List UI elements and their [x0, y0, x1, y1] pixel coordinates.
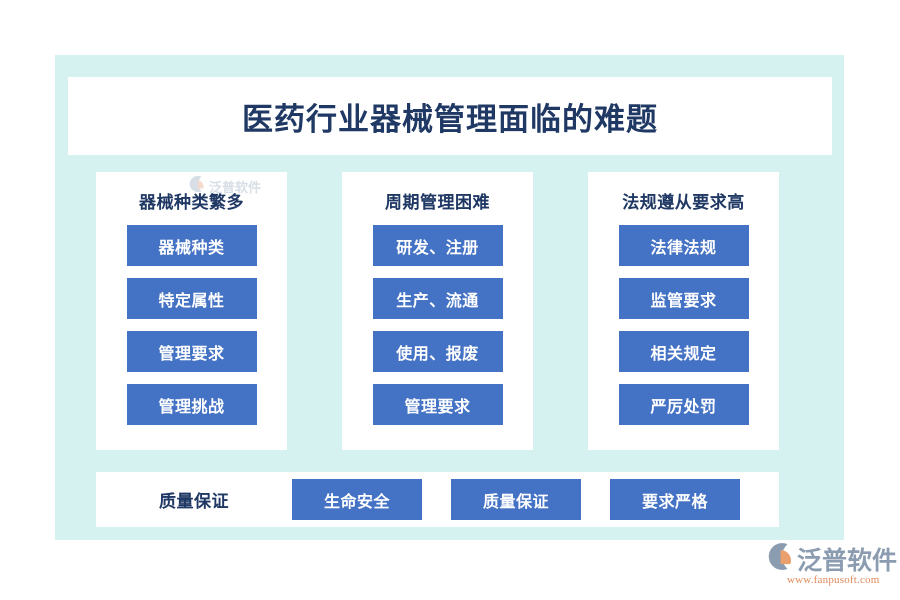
infographic-panel: 医药行业器械管理面临的难题 器械种类繁多 器械种类 特定属性 管理要求 管理挑战…	[55, 55, 844, 540]
item-box[interactable]: 生产、流通	[372, 278, 503, 319]
item-box[interactable]: 研发、注册	[372, 225, 503, 266]
item-box[interactable]: 管理挑战	[126, 384, 257, 425]
column-card-3: 法规遵从要求高 法律法规 监管要求 相关规定 严厉处罚	[588, 172, 779, 450]
column-card-2: 周期管理困难 研发、注册 生产、流通 使用、报废 管理要求	[342, 172, 533, 450]
brand-row: 泛普软件	[765, 542, 897, 576]
item-box[interactable]: 器械种类	[126, 225, 257, 266]
title-band: 医药行业器械管理面临的难题	[68, 77, 832, 155]
brand-name: 泛普软件	[797, 546, 898, 575]
brand-url: www.fanpusoft.com	[787, 574, 880, 586]
brand-logo: 泛普软件 www.fanpusoft.com	[765, 542, 897, 593]
column-items-3: 法律法规 监管要求 相关规定 严厉处罚	[588, 225, 779, 425]
column-items-1: 器械种类 特定属性 管理要求 管理挑战	[96, 225, 287, 425]
page-title: 医药行业器械管理面临的难题	[242, 101, 658, 137]
bottom-item-box[interactable]: 质量保证	[451, 479, 581, 520]
bottom-item-box[interactable]: 要求严格	[610, 479, 740, 520]
item-box[interactable]: 管理要求	[126, 331, 257, 372]
column-card-1: 器械种类繁多 器械种类 特定属性 管理要求 管理挑战	[96, 172, 287, 450]
item-box[interactable]: 特定属性	[126, 278, 257, 319]
column-heading-2: 周期管理困难	[385, 193, 490, 212]
fanpu-logo-icon	[765, 542, 794, 576]
bottom-bar: 质量保证 生命安全 质量保证 要求严格	[96, 472, 779, 527]
column-heading-1: 器械种类繁多	[139, 193, 244, 212]
column-heading-3: 法规遵从要求高	[622, 193, 745, 212]
column-items-2: 研发、注册 生产、流通 使用、报废 管理要求	[342, 225, 533, 425]
item-box[interactable]: 法律法规	[618, 225, 749, 266]
item-box[interactable]: 严厉处罚	[618, 384, 749, 425]
item-box[interactable]: 使用、报废	[372, 331, 503, 372]
item-box[interactable]: 管理要求	[372, 384, 503, 425]
bottom-item-box[interactable]: 生命安全	[292, 479, 422, 520]
item-box[interactable]: 相关规定	[618, 331, 749, 372]
bottom-bar-label: 质量保证	[159, 492, 229, 511]
item-box[interactable]: 监管要求	[618, 278, 749, 319]
